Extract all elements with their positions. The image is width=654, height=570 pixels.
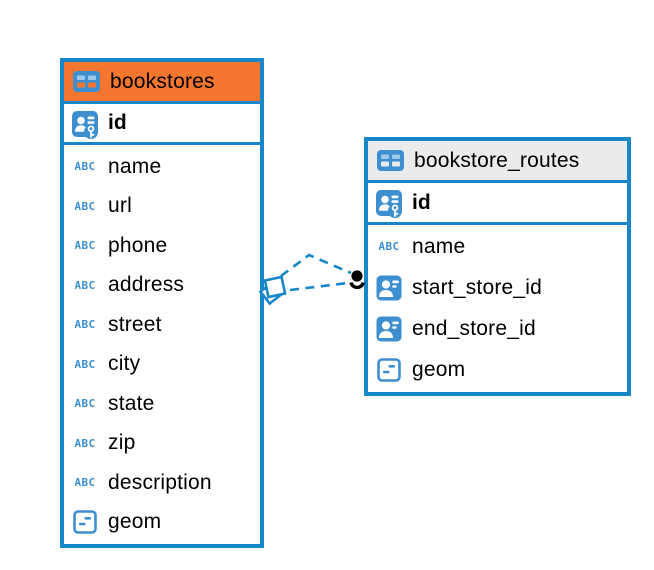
field-row-end-store-id[interactable]: end_store_id [368,309,627,351]
field-name: state [108,391,155,415]
primary-key-row[interactable]: id [64,104,260,145]
field-row-phone[interactable]: ABC phone [64,226,260,266]
reference-type-icon [374,275,404,301]
field-name: city [108,352,141,376]
table-bookstores-header[interactable]: bookstores [64,62,260,104]
primary-key-icon [70,110,100,141]
field-row-geom[interactable]: geom [64,503,260,543]
field-name: end_store_id [412,317,536,341]
primary-key-row[interactable]: id [368,183,627,225]
field-name: name [412,234,466,258]
field-row-street[interactable]: ABC street [64,305,260,345]
text-type-icon: ABC [74,357,96,371]
field-list: ABC name ABC url ABC phone ABC address A… [64,145,260,544]
field-name: address [108,273,185,297]
relationship-line-upper[interactable] [280,253,352,278]
field-row-description[interactable]: ABC description [64,463,260,503]
primary-key-name: id [108,111,127,134]
field-row-state[interactable]: ABC state [64,384,260,424]
field-name: start_store_id [412,275,543,299]
field-row-zip[interactable]: ABC zip [64,424,260,464]
text-type-icon: ABC [74,318,96,332]
text-type-icon: ABC [378,240,400,254]
table-icon [71,71,101,92]
primary-key-name: id [412,190,431,214]
field-list: ABC name start_store_id [368,225,627,392]
field-row-name[interactable]: ABC name [368,227,627,267]
primary-key-icon [374,189,404,220]
field-name: geom [412,358,466,382]
reference-type-icon [374,316,404,342]
table-bookstore-routes[interactable]: bookstore_routes id ABC [364,137,631,396]
field-name: zip [108,431,136,455]
relationship-socket-endpoint-icon [349,270,365,290]
field-row-geom[interactable]: geom [368,350,627,390]
field-name: phone [108,233,168,257]
field-name: description [108,470,212,494]
field-name: url [108,194,132,218]
field-row-url[interactable]: ABC url [64,187,260,227]
text-type-icon: ABC [74,397,96,411]
geometry-type-icon [374,358,404,382]
field-name: geom [108,510,162,534]
table-bookstores[interactable]: bookstores id ABC [60,58,264,548]
field-name: street [108,312,162,336]
text-type-icon: ABC [74,476,96,490]
relationship-diamond-endpoint-icon [258,275,287,306]
text-type-icon: ABC [74,199,96,213]
text-type-icon: ABC [74,239,96,253]
text-type-icon: ABC [74,278,96,292]
table-title: bookstores [110,69,215,93]
relationship-bookstores-to-bookstore-routes[interactable] [258,253,365,306]
table-bookstore-routes-header[interactable]: bookstore_routes [368,141,627,183]
field-row-city[interactable]: ABC city [64,345,260,385]
field-name: name [108,154,162,178]
relationship-line-lower[interactable] [289,281,349,292]
field-row-address[interactable]: ABC address [64,266,260,306]
table-icon [375,150,405,171]
geometry-type-icon [70,510,100,535]
text-type-icon: ABC [74,160,96,174]
text-type-icon: ABC [74,436,96,450]
field-row-name[interactable]: ABC name [64,147,260,187]
field-row-start-store-id[interactable]: start_store_id [368,267,627,309]
table-title: bookstore_routes [414,148,580,172]
